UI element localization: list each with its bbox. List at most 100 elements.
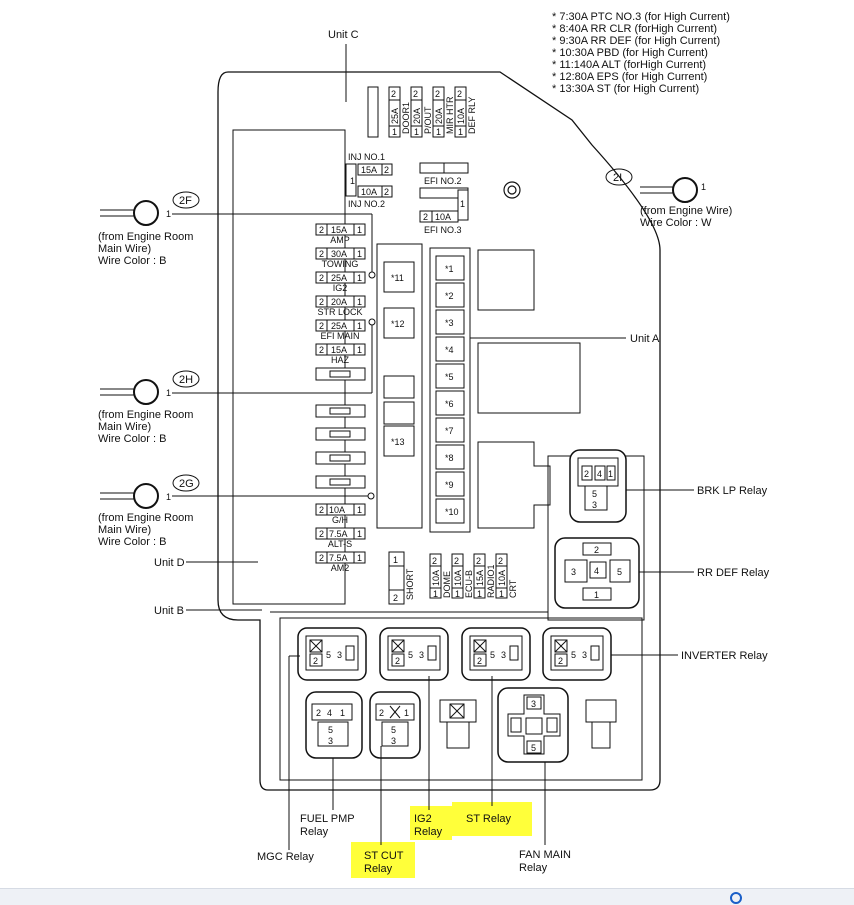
svg-text:2H: 2H: [179, 374, 193, 386]
label: 15A: [331, 225, 347, 235]
fuse-name: MIR HTR: [445, 96, 455, 134]
label: 1: [357, 225, 362, 235]
left-blank-fuses: [315, 404, 366, 489]
svg-text:1: 1: [340, 708, 345, 718]
fuse-name: DEF RLY: [467, 97, 477, 134]
blank-fuse: [315, 404, 366, 418]
unit-a-fuse: *3: [435, 309, 465, 335]
svg-text:(from Engine Room: (from Engine Room: [98, 231, 193, 243]
st-cut-relay: 2 1 5 3: [369, 691, 421, 759]
unit-a-fuse: *10: [435, 498, 465, 524]
blank-fuse: [315, 475, 366, 489]
brk-lp-relay-label: BRK LP Relay: [697, 485, 768, 497]
svg-text:1: 1: [166, 388, 171, 398]
fuse-num: 1: [436, 127, 441, 137]
fuse-label: IG2: [333, 283, 348, 293]
label: 2: [558, 656, 563, 666]
connector-2g: 2G 1 (from Engine Room Main Wire) Wire C…: [98, 474, 375, 548]
fuse-pos: 2: [391, 89, 396, 99]
label: 2: [432, 556, 437, 566]
inverter-relay-label: INVERTER Relay: [681, 650, 768, 662]
unit-d-panel: [232, 129, 346, 605]
svg-text:(from Engine Wire): (from Engine Wire): [640, 205, 732, 217]
unit-c-label: Unit C: [328, 29, 359, 41]
svg-text:5: 5: [391, 725, 396, 735]
efi-no2-label: EFI NO.2: [424, 176, 462, 186]
label: *3: [445, 318, 454, 328]
note-line: * 9:30A RR DEF (for High Current): [552, 35, 720, 47]
label: 20A: [331, 297, 347, 307]
label: 5: [490, 650, 495, 660]
fuse-num: 1: [392, 127, 397, 137]
unit-a-fuse: *6: [435, 390, 465, 416]
spare-relay-socket-2: [585, 699, 617, 749]
fuse-name: DOOR1: [401, 102, 411, 134]
label: 1: [357, 273, 362, 283]
highlight-ig2: [410, 806, 452, 840]
svg-text:5: 5: [328, 725, 333, 735]
svg-text:5: 5: [592, 489, 597, 499]
unit-a-fuses: *1*2*3*4*5*6*7*8*9*10: [435, 255, 465, 524]
label: 1: [357, 321, 362, 331]
rr-def-relay: 2 3 4 5 1: [554, 537, 640, 609]
info-icon[interactable]: [730, 892, 742, 904]
svg-text:2: 2: [594, 545, 599, 555]
fuse-num: 1: [414, 127, 419, 137]
svg-text:2: 2: [584, 469, 589, 479]
center-fuse: *13: [383, 425, 415, 457]
svg-text:1: 1: [608, 469, 613, 479]
unit-a-fuse: *1: [435, 255, 465, 281]
label: 3: [337, 650, 342, 660]
short-label: SHORT: [405, 568, 415, 600]
label: 2: [319, 225, 324, 235]
svg-text:2: 2: [384, 165, 389, 175]
svg-text:4: 4: [597, 469, 602, 479]
unit-a-fuse: *5: [435, 363, 465, 389]
label: 2: [476, 556, 481, 566]
note-line: * 11:140A ALT (forHigh Current): [552, 59, 706, 71]
center-fuse: *12: [383, 307, 415, 339]
label: 3: [582, 650, 587, 660]
svg-text:10A: 10A: [361, 187, 377, 197]
label: *13: [391, 437, 405, 447]
label: *8: [445, 453, 454, 463]
svg-text:Main Wire): Main Wire): [98, 421, 151, 433]
note-line: * 10:30A PBD (for High Current): [552, 47, 708, 59]
label: 2: [319, 345, 324, 355]
fuse-amp: 10A: [497, 570, 507, 586]
fuse-label: EFI MAIN: [320, 331, 359, 341]
svg-text:(from Engine Room: (from Engine Room: [98, 512, 193, 524]
fuse-amp: 20A: [412, 108, 422, 124]
svg-text:15A: 15A: [361, 165, 377, 175]
label: 1: [357, 249, 362, 259]
blank-fuse: [315, 451, 366, 465]
label: *2: [445, 291, 454, 301]
label: 1: [357, 345, 362, 355]
brk-lp-relay: 2 4 1 5 3: [569, 449, 627, 523]
fuse-box-outline: [217, 71, 661, 791]
mgc-relay-label: MGC Relay: [257, 851, 314, 863]
fuse-num: 1: [458, 127, 463, 137]
label: 15A: [331, 345, 347, 355]
fuse-label: STR LOCK: [317, 307, 362, 317]
svg-text:1: 1: [701, 182, 706, 192]
svg-text:1: 1: [166, 492, 171, 502]
svg-text:1: 1: [393, 555, 398, 565]
center-fuse: *11: [383, 261, 415, 293]
fuse-amp: 10A: [456, 108, 466, 124]
label: *4: [445, 345, 454, 355]
label: 2: [319, 529, 324, 539]
svg-text:2: 2: [379, 708, 384, 718]
note-line: * 13:30A ST (for High Current): [552, 83, 699, 95]
